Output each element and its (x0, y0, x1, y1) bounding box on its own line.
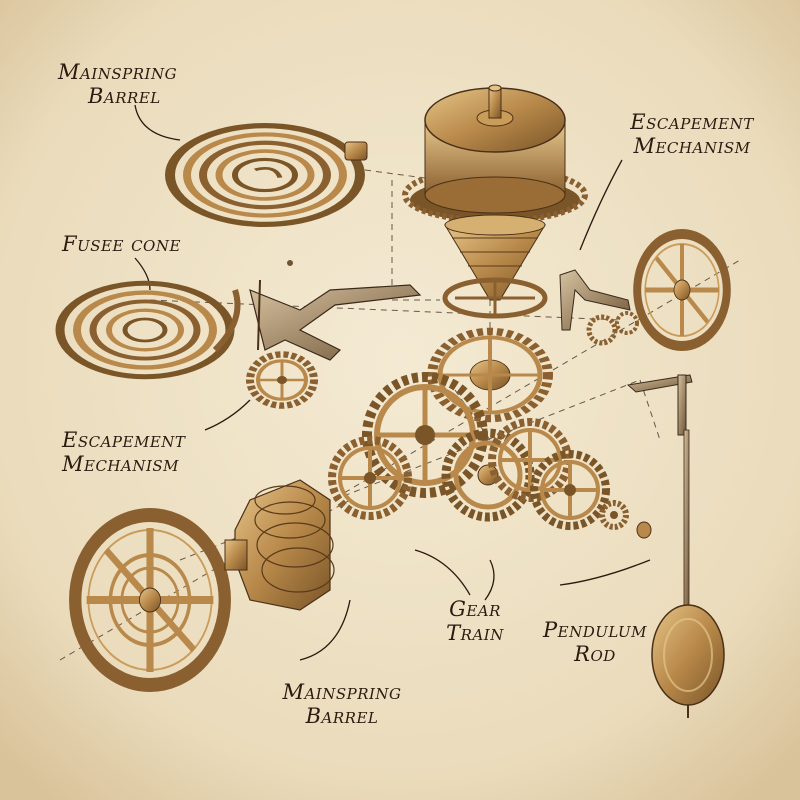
label-line: Barrel (88, 84, 161, 108)
label-line: Escapement (630, 110, 754, 134)
label-escapement-left: Escapement Mechanism (62, 428, 185, 476)
leader-lines (134, 104, 651, 661)
escapement-icon (249, 260, 422, 361)
label-line: Barrel (305, 704, 379, 728)
gear-icon (246, 351, 318, 409)
spring-clip (344, 141, 368, 161)
wheel-icon (69, 508, 231, 692)
label-line: Mechanism (62, 452, 180, 476)
wheel-icon (633, 229, 731, 351)
pendulum-icon (626, 374, 725, 718)
gear-train-group (328, 327, 652, 539)
label-gear-train: Gear Train (430, 597, 520, 645)
label-mainspring-barrel-bottom: Mainspring Barrel (262, 680, 422, 728)
label-escapement-right: Escapement Mechanism (612, 110, 772, 158)
label-line: Escapement (62, 428, 186, 452)
gear-icon (488, 418, 572, 502)
label-line: Pendulum (542, 618, 647, 642)
gear-icon (427, 327, 553, 423)
label-pendulum-rod: Pendulum Rod (540, 618, 650, 666)
fusee-cone-icon (442, 214, 548, 319)
label-line: Train (446, 621, 504, 645)
label-line: Mainspring (58, 60, 178, 84)
label-mainspring-barrel-top: Mainspring Barrel (58, 60, 177, 108)
label-line: Fusee cone (62, 232, 181, 256)
fusee-cone-icon (224, 479, 335, 611)
label-line: Gear (449, 597, 501, 621)
label-fusee-cone: Fusee cone (62, 232, 181, 256)
label-line: Mainspring (282, 680, 402, 704)
barrel-drum (402, 84, 588, 224)
spiral-spring-icon (165, 123, 366, 227)
escapement-icon (559, 269, 639, 346)
label-line: Mechanism (633, 134, 751, 158)
gear-icon (599, 500, 629, 530)
gear-icon (328, 436, 412, 520)
label-line: Rod (574, 642, 616, 666)
gear-icon (530, 450, 610, 530)
